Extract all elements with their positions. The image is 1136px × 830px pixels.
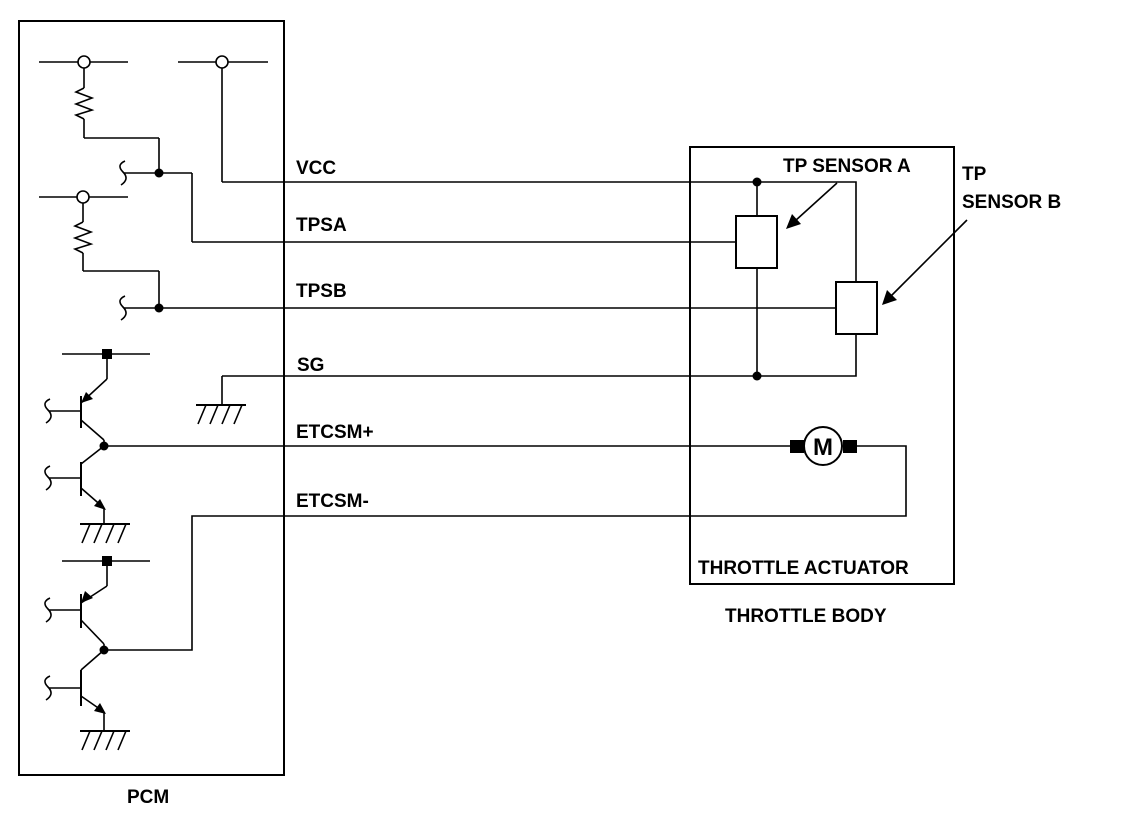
signal-label-tpsa: TPSA <box>296 215 347 236</box>
input-buffer-icon <box>119 295 127 321</box>
wire-etcsm-minus <box>104 445 907 651</box>
pcm-motor-driver-upper <box>44 349 150 544</box>
harness-wires <box>104 181 907 651</box>
motor-icon <box>803 426 843 466</box>
signal-label-etcsm-plus: ETCSM+ <box>296 422 374 443</box>
motor-symbol: M <box>813 434 833 461</box>
throttle-body-box <box>689 146 955 585</box>
resistor-icon <box>73 87 95 120</box>
pcm-sg-ground <box>196 376 246 425</box>
throttle-body-label: THROTTLE BODY <box>725 606 887 627</box>
input-buffer-icon <box>44 465 52 491</box>
callout-arrow-tp-sensor-b <box>882 219 968 305</box>
tp-sensor-a-label: TP SENSOR A <box>783 156 911 177</box>
wire-vcc <box>222 181 857 282</box>
signal-label-sg: SG <box>297 355 324 376</box>
tp-sensor-a <box>735 177 778 381</box>
input-buffer-icon <box>44 675 52 701</box>
throttle-motor: M <box>790 426 857 466</box>
pcm-box <box>18 20 285 776</box>
pcm-vcc-source <box>178 55 268 182</box>
input-buffer-icon <box>44 398 52 424</box>
pcm-label: PCM <box>127 787 169 808</box>
wire-sg <box>222 334 857 377</box>
signal-label-vcc: VCC <box>296 158 336 179</box>
pcm-motor-driver-lower <box>44 556 150 751</box>
input-buffer-icon <box>119 160 127 186</box>
pcm-tpsa-input-circuit <box>39 55 193 242</box>
signal-label-etcsm-minus: ETCSM- <box>296 491 369 512</box>
throttle-actuator-label: THROTTLE ACTUATOR <box>698 558 909 579</box>
input-buffer-icon <box>44 597 52 623</box>
tp-sensor-b-label-line1: TP <box>962 164 987 185</box>
signal-label-tpsb: TPSB <box>296 281 347 302</box>
resistor-icon <box>72 221 94 254</box>
tp-sensor-b-label-line2: SENSOR B <box>962 192 1061 213</box>
pcm-tpsb-input-circuit <box>39 190 164 321</box>
tp-sensor-b <box>835 281 878 335</box>
callout-arrow-tp-sensor-a <box>786 182 838 229</box>
